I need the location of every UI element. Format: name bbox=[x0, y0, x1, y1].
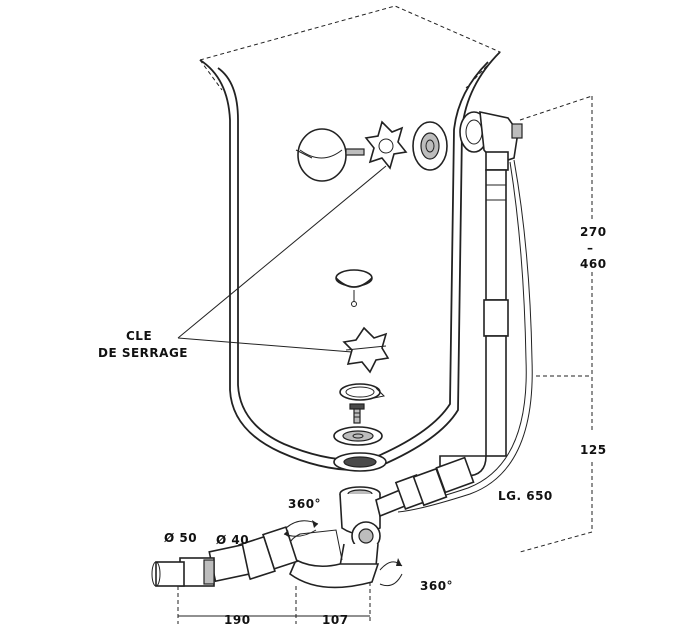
drain-ring bbox=[339, 383, 386, 401]
drain-plug bbox=[335, 269, 373, 307]
drain-clamp-key bbox=[342, 326, 390, 374]
overflow-height-dash: – bbox=[587, 241, 594, 255]
overflow-clamp-key bbox=[364, 120, 408, 170]
rotation-label-right: 360° bbox=[420, 579, 453, 593]
overflow-height-min: 270 bbox=[580, 225, 607, 239]
dimension-lines-bottom bbox=[177, 582, 371, 624]
overflow-cover-cap bbox=[295, 128, 365, 182]
overflow-body bbox=[459, 110, 523, 171]
drain-height-dimension: 125 bbox=[580, 443, 607, 457]
drain-body bbox=[339, 486, 381, 573]
overflow-rosette bbox=[412, 121, 448, 171]
key-label-line1: CLE bbox=[126, 329, 152, 343]
bathtub-outline bbox=[199, 5, 501, 471]
cable-length-label: LG. 650 bbox=[498, 489, 553, 503]
drain-grate bbox=[333, 426, 383, 446]
horizontal-connector bbox=[375, 456, 475, 518]
trap-assembly bbox=[151, 526, 380, 589]
rotation-label-top: 360° bbox=[288, 497, 321, 511]
bowden-cable bbox=[397, 159, 533, 513]
key-leader-lines bbox=[177, 165, 387, 353]
width-190-label: 190 bbox=[224, 613, 251, 626]
overflow-height-max: 460 bbox=[580, 257, 607, 271]
rotation-arrow-top bbox=[283, 520, 319, 538]
drain-screw bbox=[349, 403, 365, 424]
width-107-label: 107 bbox=[322, 613, 349, 626]
rotation-arrow-right bbox=[379, 558, 403, 587]
key-label-line2: DE SERRAGE bbox=[98, 346, 188, 360]
diameter-40-label: Ø 40 bbox=[216, 533, 249, 547]
drain-seal bbox=[333, 452, 387, 472]
overflow-pipe bbox=[439, 169, 509, 477]
diameter-50-label: Ø 50 bbox=[164, 531, 197, 545]
dimension-lines-right bbox=[519, 95, 593, 553]
